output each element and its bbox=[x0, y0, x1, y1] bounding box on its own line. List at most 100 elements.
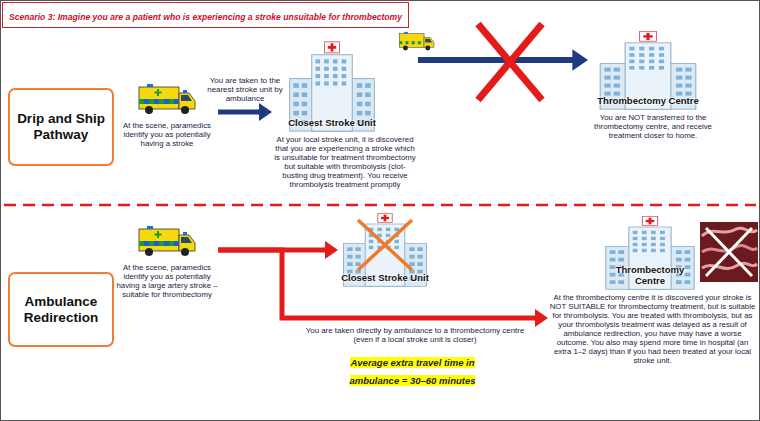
building-window bbox=[377, 246, 382, 249]
red-cross bbox=[646, 220, 655, 222]
building-window bbox=[649, 47, 654, 51]
building-window bbox=[685, 250, 691, 254]
building-window bbox=[347, 262, 352, 266]
building-window bbox=[651, 231, 656, 234]
ambulance-check bbox=[139, 241, 144, 246]
building-window bbox=[629, 66, 634, 70]
building-window bbox=[610, 280, 616, 284]
ambulance-check bbox=[149, 241, 154, 246]
building-box: Thrombectomy Centre bbox=[596, 30, 700, 110]
edge-label: You are taken directly by ambulance to a… bbox=[297, 326, 533, 344]
building-window bbox=[357, 102, 363, 107]
ambulance-body bbox=[139, 229, 179, 251]
hospital-node: Closest Stroke UnitAt your local stroke … bbox=[272, 40, 418, 189]
flow-arrow bbox=[218, 103, 272, 121]
ambulance-check bbox=[164, 99, 169, 104]
building-window bbox=[386, 240, 391, 243]
hospital-node: Thrombectomy CentreYou are NOT transferr… bbox=[588, 30, 718, 140]
building-window bbox=[676, 76, 682, 80]
ambulance-check bbox=[169, 241, 174, 246]
description-text: At the thrombectomy centre it is discove… bbox=[548, 293, 757, 365]
building-window bbox=[660, 243, 665, 246]
description-text: You are NOT transferred to the thrombect… bbox=[588, 113, 718, 140]
building-window bbox=[409, 247, 414, 251]
hospital-sign bbox=[642, 217, 657, 226]
ambulance-check bbox=[159, 99, 164, 104]
building-window bbox=[685, 280, 691, 284]
ambulance-check bbox=[399, 41, 402, 44]
arrow-line bbox=[218, 250, 538, 318]
building-window bbox=[324, 81, 329, 85]
building-window bbox=[685, 76, 691, 80]
building-window bbox=[347, 255, 352, 259]
red-cross bbox=[643, 35, 652, 37]
ambulance-icon bbox=[399, 32, 434, 51]
ambulance-light bbox=[147, 84, 153, 87]
building-window bbox=[614, 76, 620, 80]
building-name: Closest Stroke Unit bbox=[340, 273, 430, 284]
building-window bbox=[676, 84, 682, 88]
building-window bbox=[333, 81, 338, 85]
pathway-box: Ambulance Redirection bbox=[8, 272, 114, 347]
brain-background bbox=[700, 222, 758, 282]
building-name: Thrombectomy Centre bbox=[602, 265, 698, 286]
ambulance-wheel bbox=[181, 106, 189, 114]
ambulance-window bbox=[425, 39, 432, 43]
building-window bbox=[324, 59, 329, 63]
building-window bbox=[315, 74, 320, 78]
building-window bbox=[659, 47, 664, 51]
ambulance-wheel bbox=[403, 46, 408, 51]
building-window bbox=[629, 47, 634, 51]
ambulance-check bbox=[174, 241, 179, 246]
building-window bbox=[659, 60, 664, 64]
building-window bbox=[417, 255, 422, 259]
building-window bbox=[417, 262, 422, 266]
caption-text: At the scene, paramedics identify you as… bbox=[116, 263, 218, 299]
building-window bbox=[649, 66, 654, 70]
ambulance-wheel bbox=[145, 248, 153, 256]
building-window bbox=[324, 67, 329, 71]
arrow-line bbox=[418, 57, 576, 63]
ambulance-check bbox=[154, 241, 159, 246]
building-window bbox=[685, 68, 691, 72]
building-window bbox=[377, 240, 382, 243]
hospital-node: Closest Stroke Unit bbox=[338, 212, 433, 287]
building-window bbox=[315, 59, 320, 63]
caption-text: At the scene, paramedics identify you as… bbox=[116, 121, 218, 148]
building-window bbox=[293, 111, 299, 116]
building-window bbox=[386, 228, 391, 231]
building-window bbox=[685, 84, 691, 88]
building-window bbox=[660, 237, 665, 240]
building-window bbox=[386, 246, 391, 249]
building-window bbox=[685, 265, 691, 269]
description-text: At your local stroke unit, it is discove… bbox=[272, 135, 418, 189]
building-window bbox=[604, 68, 610, 72]
brain-image bbox=[700, 222, 758, 282]
building-window bbox=[377, 234, 382, 237]
building-window bbox=[659, 53, 664, 57]
building-window bbox=[649, 60, 654, 64]
building-window bbox=[676, 280, 682, 284]
building-window bbox=[342, 81, 347, 85]
building-window bbox=[302, 102, 308, 107]
building-window bbox=[633, 243, 638, 246]
building-window bbox=[377, 228, 382, 231]
building-window bbox=[660, 249, 665, 252]
building-window bbox=[651, 249, 656, 252]
building-window bbox=[629, 53, 634, 57]
building-window bbox=[633, 231, 638, 234]
hospital-sign bbox=[378, 214, 392, 223]
building-window bbox=[394, 228, 399, 231]
note-text: Average extra travel time in ambulance =… bbox=[350, 357, 476, 386]
ambulance-icon bbox=[137, 222, 197, 260]
building-window bbox=[333, 67, 338, 71]
flow-arrow bbox=[418, 49, 588, 71]
building-window bbox=[369, 228, 374, 231]
building-window bbox=[651, 243, 656, 246]
building-window bbox=[333, 59, 338, 63]
building-window bbox=[604, 76, 610, 80]
building-window bbox=[365, 102, 371, 107]
pathway-box: Drip and Ship Pathway bbox=[8, 88, 114, 166]
brain-fold bbox=[702, 263, 757, 268]
